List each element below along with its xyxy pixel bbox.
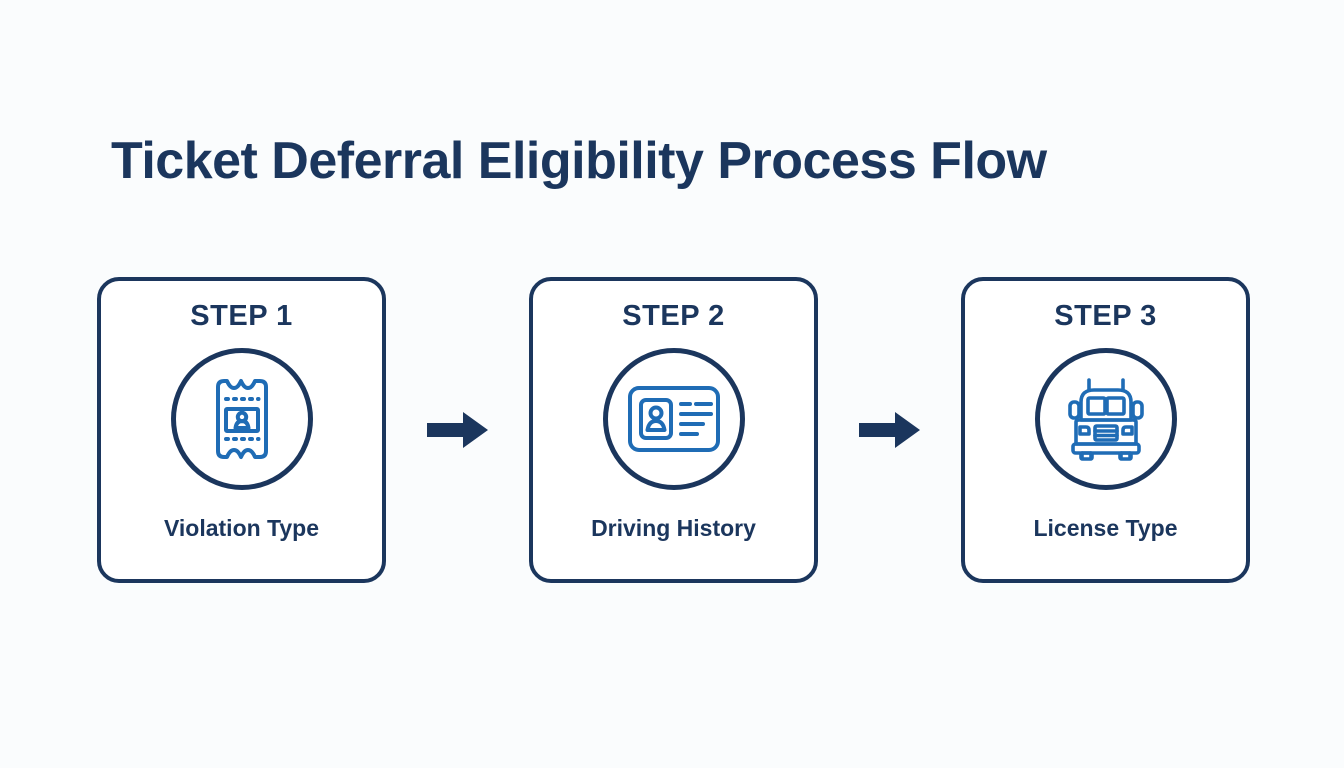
step-number-label-2: STEP 2 bbox=[622, 300, 725, 332]
id-card-icon bbox=[626, 382, 722, 456]
process-flow-diagram: STEP 1 Violation Type STEP 2 bbox=[97, 274, 1250, 586]
connector-arrow-2 bbox=[856, 410, 924, 450]
step-number-label-1: STEP 1 bbox=[190, 300, 293, 332]
connector-arrow-1 bbox=[424, 410, 492, 450]
step-icon-circle-3 bbox=[1034, 348, 1177, 490]
ticket-person-icon bbox=[206, 375, 278, 463]
arrow-right-icon bbox=[426, 411, 489, 449]
truck-front-icon bbox=[1062, 374, 1150, 464]
step-card-3[interactable]: STEP 3 bbox=[961, 277, 1250, 583]
step-card-2[interactable]: STEP 2 Driving History bbox=[529, 277, 818, 583]
step-icon-circle-2 bbox=[602, 348, 745, 490]
step-icon-circle-1 bbox=[170, 348, 313, 490]
arrow-right-icon bbox=[858, 411, 921, 449]
step-label-3: License Type bbox=[1033, 515, 1178, 541]
step-label-2: Driving History bbox=[591, 515, 756, 541]
step-number-label-3: STEP 3 bbox=[1054, 300, 1157, 332]
page-title: Ticket Deferral Eligibility Process Flow bbox=[111, 131, 1047, 190]
step-card-1[interactable]: STEP 1 Violation Type bbox=[97, 277, 386, 583]
step-label-1: Violation Type bbox=[163, 515, 320, 541]
